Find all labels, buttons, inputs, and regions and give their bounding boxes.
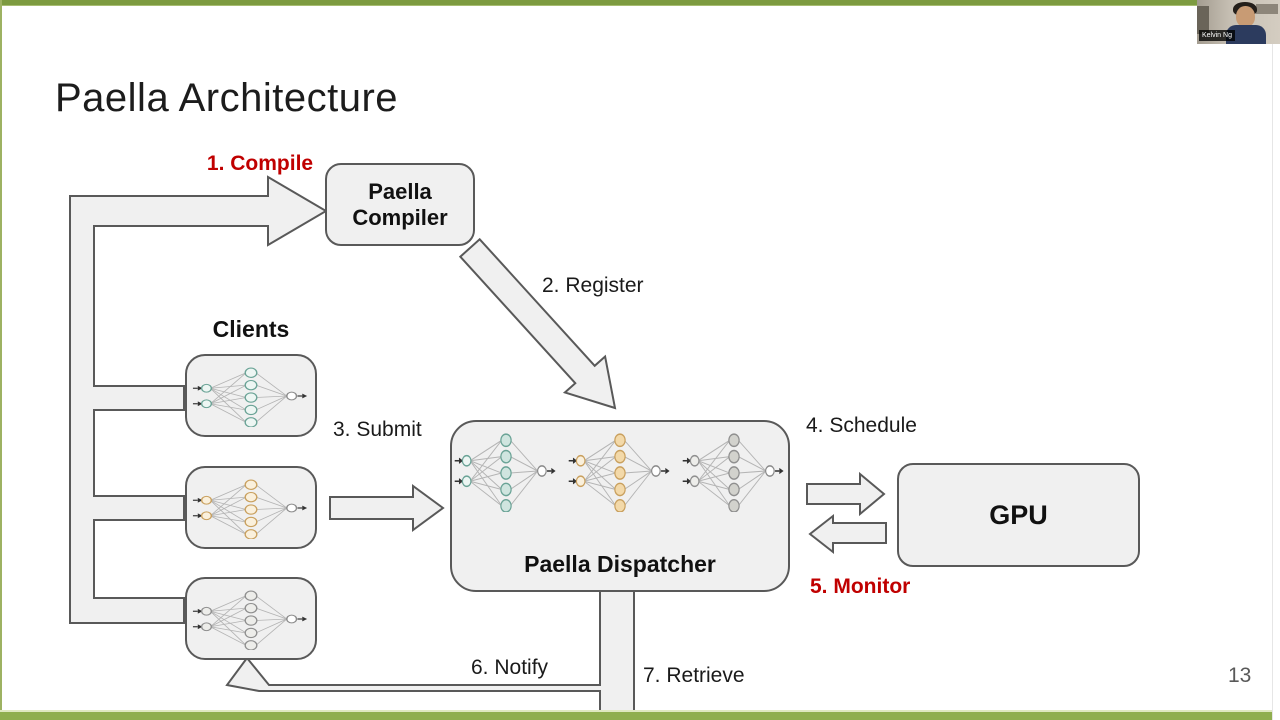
client-box-2 (185, 466, 317, 549)
dispatcher-networks-row (452, 430, 788, 512)
step-label-submit: 3. Submit (333, 418, 422, 441)
frame-top-bar (0, 0, 1280, 6)
frame-right-strip (1272, 44, 1280, 720)
webcam-background-object (1197, 6, 1209, 34)
webcam-person-head (1236, 6, 1255, 27)
webcam-thumbnail[interactable]: Kelvin Ng (1197, 0, 1280, 44)
dispatcher-label: Paella Dispatcher (524, 551, 716, 577)
paella-compiler-box: Paella Compiler (325, 163, 475, 246)
neural-network-icon-gray (192, 590, 308, 650)
page-number: 13 (1228, 664, 1252, 687)
webcam-background-shelf (1256, 4, 1278, 14)
step-label-notify: 6. Notify (471, 656, 549, 679)
frame-bottom-bar (0, 710, 1273, 720)
neural-network-icon-gray (682, 433, 784, 512)
register-arrow (458, 237, 617, 410)
monitor-arrow (808, 513, 887, 555)
neural-network-icon-orange (568, 433, 670, 512)
neural-network-icon-teal (192, 367, 308, 427)
neural-network-icon-orange (192, 479, 308, 539)
schedule-arrow (806, 471, 886, 517)
clients-group-label: Clients (212, 316, 290, 342)
gpu-box: GPU (897, 463, 1140, 567)
step-label-schedule: 4. Schedule (806, 414, 917, 437)
submit-arrow (329, 484, 445, 532)
neural-network-icon-teal (454, 433, 556, 512)
step-label-compile: 1. Compile (206, 152, 314, 175)
compile-arrow-comb (69, 175, 328, 624)
client-box-3 (185, 577, 317, 660)
gpu-label: GPU (989, 499, 1048, 530)
webcam-person-body (1226, 25, 1266, 44)
step-label-retrieve: 7. Retrieve (643, 664, 745, 687)
compiler-label-line2: Compiler (352, 204, 448, 230)
compiler-label-line1: Paella (368, 178, 432, 204)
step-label-register: 2. Register (542, 274, 644, 297)
paella-dispatcher-box: Paella Dispatcher (450, 420, 790, 592)
frame-left-bar (0, 0, 2, 720)
page-title: Paella Architecture (55, 76, 399, 120)
step-label-monitor: 5. Monitor (810, 575, 911, 598)
client-box-1 (185, 354, 317, 437)
webcam-name-tag: Kelvin Ng (1199, 30, 1235, 41)
